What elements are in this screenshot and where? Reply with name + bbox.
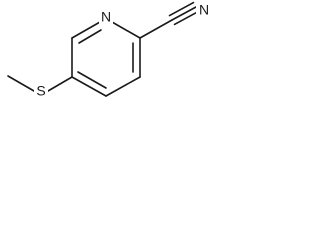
ring-nitrogen-label: N	[101, 9, 111, 25]
bond-c4-c5	[71, 76, 107, 97]
bond-triple-3	[173, 10, 200, 26]
bond-triple-2	[168, 1, 195, 17]
bond-c3-c4	[105, 76, 141, 97]
bond-c2-cnitrile	[139, 19, 173, 39]
methylthio-group	[7, 75, 73, 92]
bond-c4-c5-double	[77, 71, 107, 89]
bond-s-methyl	[7, 75, 35, 92]
sulfur-label: S	[36, 83, 45, 99]
pyridine-ring	[71, 21, 141, 97]
nitrile-nitrogen-label: N	[199, 2, 209, 18]
bond-c6-n1	[71, 21, 101, 39]
bond-n1-c2	[111, 21, 141, 39]
bond-c6-n1-double	[78, 29, 102, 44]
bond-triple-1	[171, 6, 197, 21]
bond-c5-s	[47, 76, 73, 92]
nitrile-group	[139, 1, 200, 39]
chemical-structure-diagram: N N S	[7, 1, 210, 100]
